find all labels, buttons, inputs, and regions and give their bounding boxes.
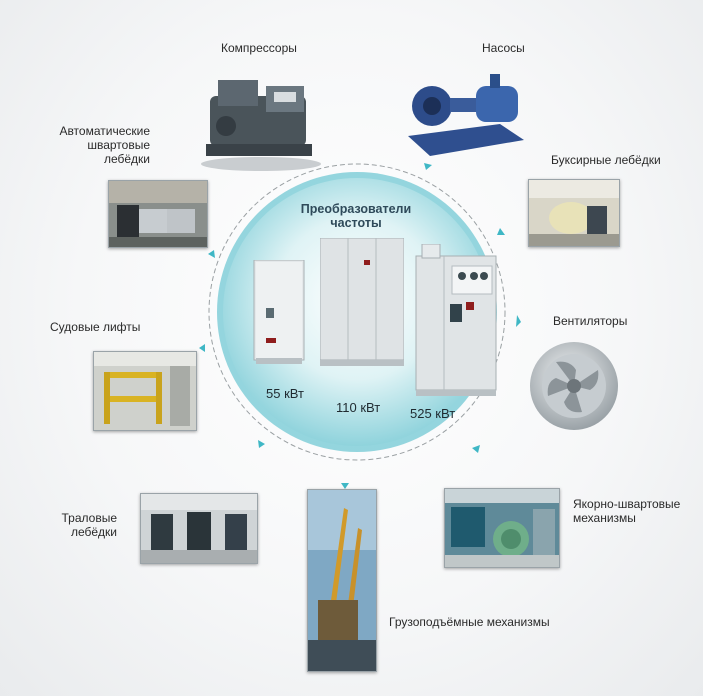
cabinet-label-55: 55 кВт (266, 386, 304, 401)
label-compressors: Компрессоры (221, 41, 297, 55)
cargo-mechanisms-photo (307, 489, 377, 672)
anchor-mechanisms-photo (444, 488, 560, 568)
cabinet-label-110: 110 кВт (336, 400, 381, 415)
cabinet-55-image (252, 260, 306, 364)
towing-winches-photo (528, 179, 620, 247)
cabinet-label-525: 525 кВт (410, 406, 456, 421)
trawl-winches-photo (140, 493, 258, 564)
pump-image (400, 66, 530, 164)
dashed-orbit (208, 163, 506, 461)
ship-lifts-photo (93, 351, 197, 431)
label-anchor-mechanisms: Якорно-швартовые механизмы (573, 497, 681, 525)
label-pumps: Насосы (482, 41, 525, 55)
auto-winches-photo (108, 180, 208, 248)
cabinet-110-image (320, 238, 404, 366)
cabinet-525-image (414, 244, 498, 396)
center-title: Преобразователи частоты (300, 202, 412, 230)
label-ship-lifts: Судовые лифты (50, 320, 141, 334)
fan-image (526, 340, 622, 434)
compressor-image (196, 66, 326, 174)
label-trawl-winches: Траловые лебёдки (61, 511, 118, 539)
label-cargo-mechanisms: Грузоподъёмные механизмы (389, 615, 550, 629)
label-auto-winches: Автоматические швартовые лебёдки (59, 124, 150, 166)
label-fans: Вентиляторы (553, 314, 628, 328)
label-towing-winches: Буксирные лебёдки (551, 153, 661, 167)
